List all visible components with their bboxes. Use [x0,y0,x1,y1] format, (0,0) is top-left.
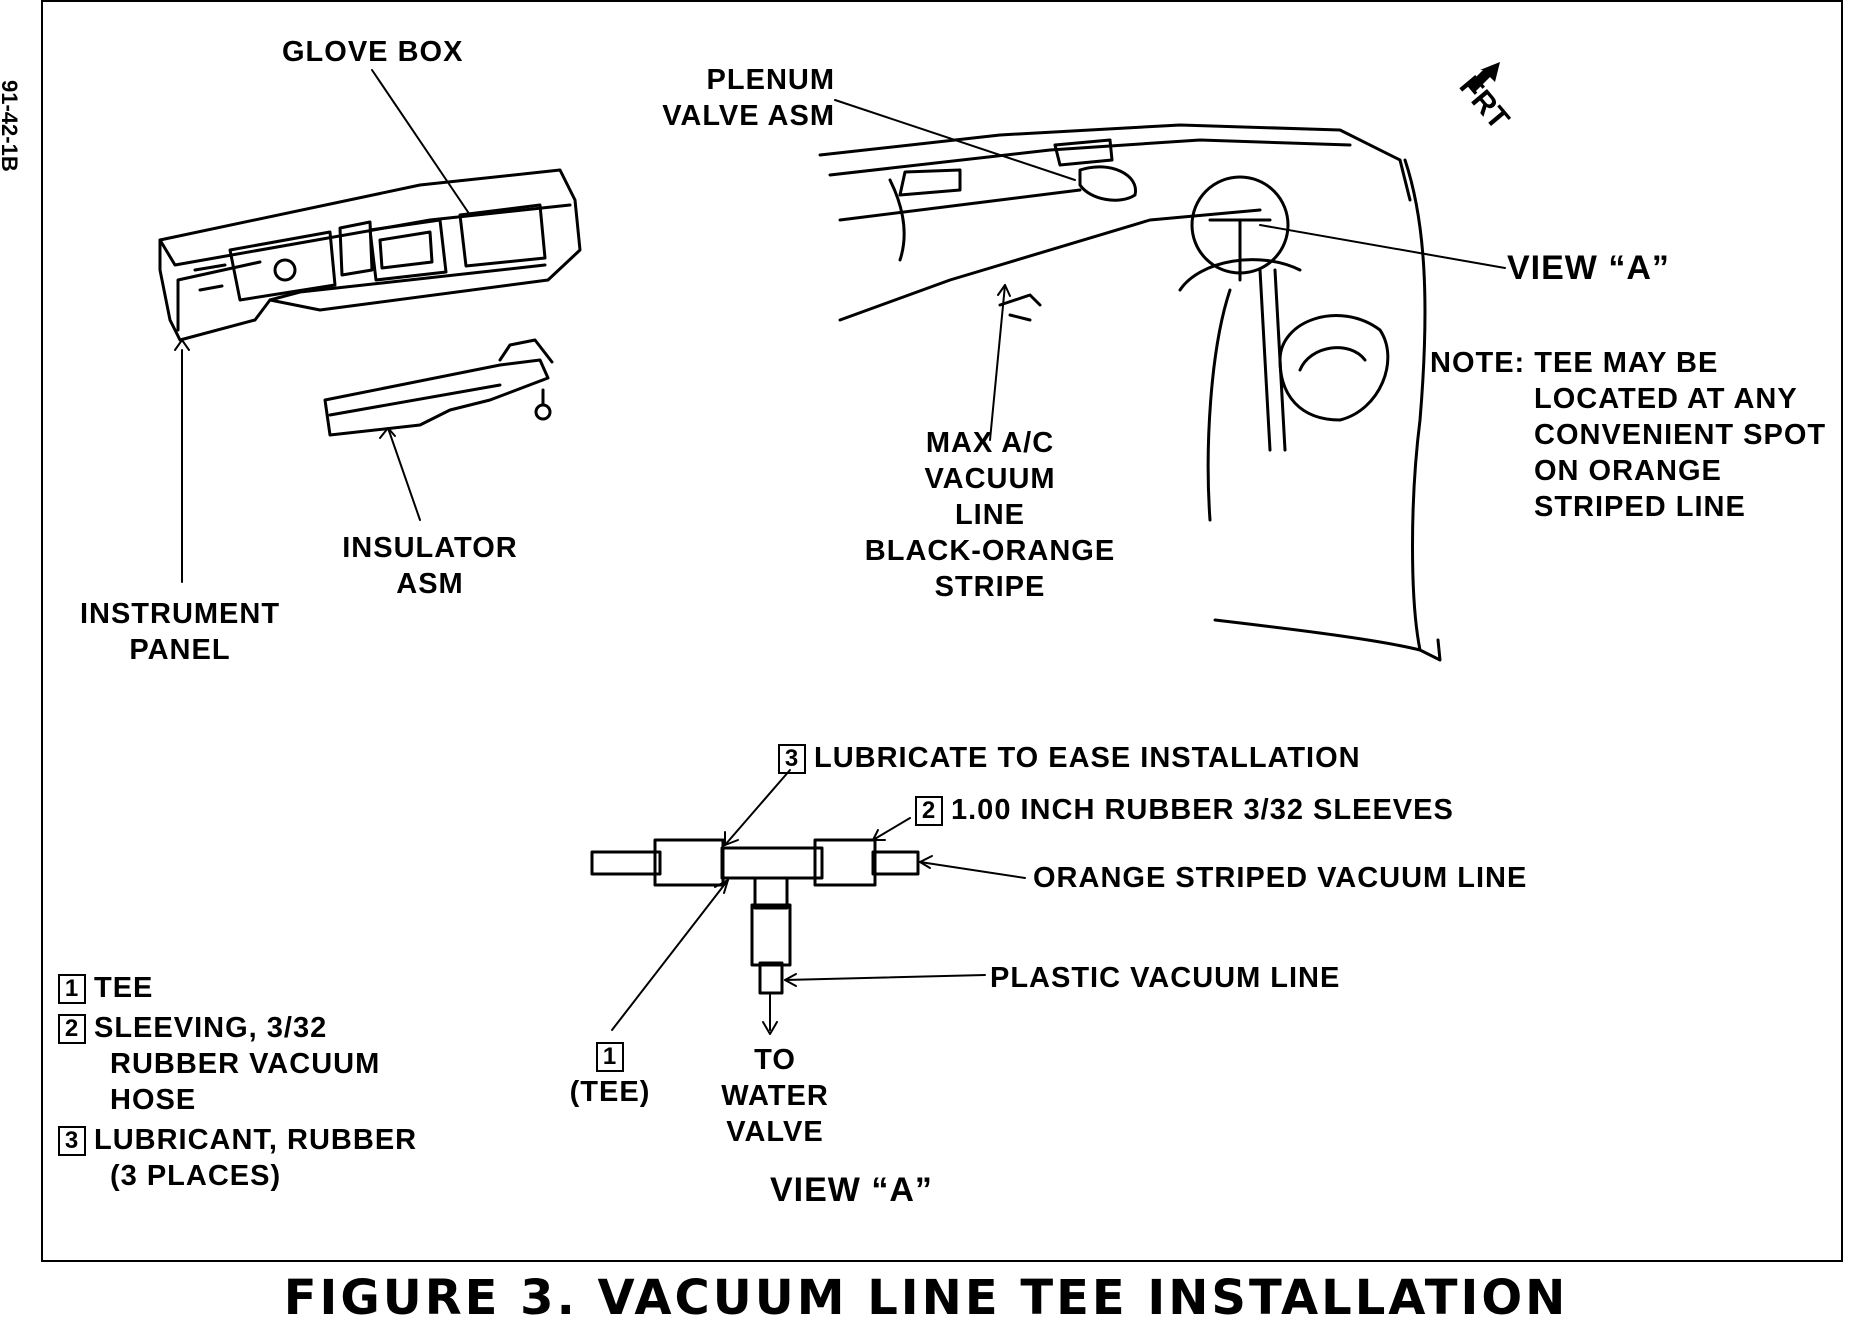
tee-label: 1 (TEE) [569,1042,651,1108]
view-a-leaders [611,769,1026,1035]
glove-box-label: GLOVE BOX [282,36,464,68]
figure-frame [41,0,1843,1262]
dash-area-drawing [818,123,1442,662]
instrument-panel-label: INSTRUMENT PANEL [79,598,281,666]
view-a-callout: VIEW “A” [1507,249,1670,287]
orange-line-label: ORANGE STRIPED VACUUM LINE [1033,862,1528,894]
insulator-drawing [323,338,554,437]
view-a-title: VIEW “A” [770,1171,933,1209]
leader-lines-right [834,99,1506,441]
to-water-valve-label: TO WATER VALVE [721,1044,829,1148]
note-block: NOTE: TEE MAY BE LOCATED AT ANY CONVENIE… [1430,347,1827,523]
plastic-line-label: PLASTIC VACUUM LINE [990,962,1341,994]
view-a-tee-drawing [590,838,920,995]
max-ac-line-label: MAX A/C VACUUM LINE BLACK-ORANGE STRIPE [864,427,1116,603]
plenum-valve-label: PLENUM VALVE ASM [662,64,835,132]
leader-lines-left [174,69,471,583]
instrument-panel-drawing [158,168,582,342]
insulator-asm-label: INSULATOR ASM [342,532,518,600]
figure-title: FIGURE 3. VACUUM LINE TEE INSTALLATION [283,1270,1569,1326]
frt-arrow [1468,62,1500,92]
